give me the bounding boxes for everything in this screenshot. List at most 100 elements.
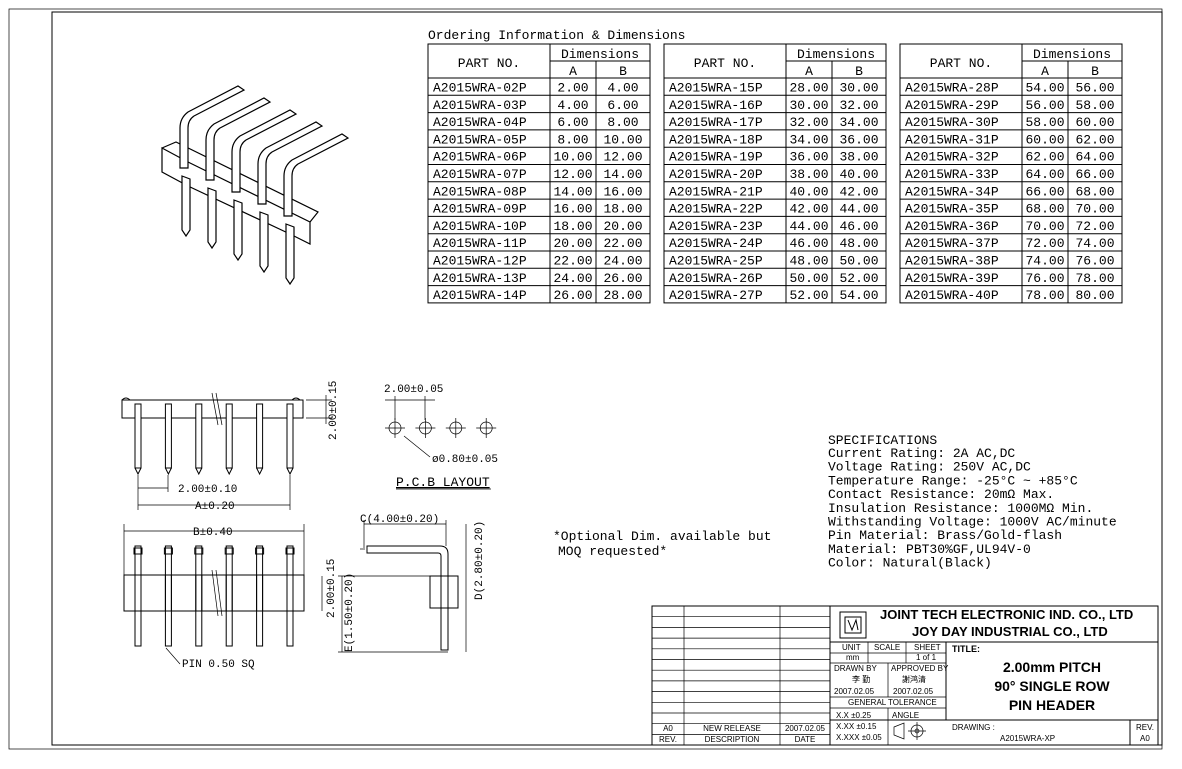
header-a: A (1041, 64, 1049, 79)
dim-a-cell: 54.00 (1025, 81, 1064, 96)
dim-a-cell: 26.00 (553, 288, 592, 303)
dim-a-cell: 14.00 (553, 184, 592, 199)
dim-b-cell: 64.00 (1075, 150, 1114, 165)
spec-line: Color: Natural(Black) (828, 556, 992, 571)
dim-b-cell: 52.00 (839, 271, 878, 286)
dim-b-cell: 16.00 (603, 184, 642, 199)
rev-row-cell: 2007.02.05 (785, 724, 826, 733)
part-number-cell: A2015WRA-33P (905, 167, 999, 182)
dim-a-cell: 8.00 (557, 132, 588, 147)
dim-b-cell: 74.00 (1075, 236, 1114, 251)
scale-label: SCALE (874, 643, 900, 652)
dim-b-cell: 30.00 (839, 81, 878, 96)
unit-label: UNIT (842, 643, 861, 652)
dim-a-cell: 70.00 (1025, 219, 1064, 234)
dim-a-cell: 78.00 (1025, 288, 1064, 303)
dim-a-cell: 6.00 (557, 115, 588, 130)
drawn-date: 2007.02.05 (834, 687, 875, 696)
header-dimensions: Dimensions (797, 47, 875, 62)
pcb-hole-dim: ø0.80±0.05 (432, 454, 498, 466)
part-number-cell: A2015WRA-25P (669, 254, 763, 269)
pcb-layout: 2.00±0.05 ø0.80±0.05 P.C.B LAYOUT (384, 384, 498, 490)
part-number-cell: A2015WRA-12P (433, 254, 527, 269)
projection-symbol-icon (893, 722, 926, 740)
drawing-label: DRAWING : (952, 723, 995, 732)
dim-b-cell: 26.00 (603, 271, 642, 286)
inner-border (51, 11, 1163, 746)
part-number-cell: A2015WRA-15P (669, 81, 763, 96)
dim-b-cell: 34.00 (839, 115, 878, 130)
part-number-cell: A2015WRA-34P (905, 184, 999, 199)
part-number-cell: A2015WRA-13P (433, 271, 527, 286)
spec-line: Insulation Resistance: 1000MΩ Min. (828, 501, 1093, 516)
dim-b-cell: 14.00 (603, 167, 642, 182)
part-number-cell: A2015WRA-38P (905, 254, 999, 269)
dim-b-cell: 54.00 (839, 288, 878, 303)
dim-b-cell: 70.00 (1075, 202, 1114, 217)
dim-a-cell: 12.00 (553, 167, 592, 182)
dim-a-cell: 60.00 (1025, 132, 1064, 147)
title-label: TITLE: (952, 644, 980, 654)
part-number-cell: A2015WRA-40P (905, 288, 999, 303)
dim-a-cell: 64.00 (1025, 167, 1064, 182)
dim-a-cell: 36.00 (789, 150, 828, 165)
header-b: B (619, 64, 627, 79)
pitch-dim: 2.00±0.10 (178, 484, 237, 496)
company-logo (839, 611, 867, 639)
spec-line: Withstanding Voltage: 1000V AC/minute (828, 515, 1117, 530)
dim-b-cell: 80.00 (1075, 288, 1114, 303)
part-number-cell: A2015WRA-16P (669, 98, 763, 113)
specs-heading: SPECIFICATIONS (828, 433, 937, 448)
spec-line: Current Rating: 2A AC,DC (828, 446, 1015, 461)
tolerance-1: X.X ±0.25 (836, 711, 872, 720)
dim-a-cell: 58.00 (1025, 115, 1064, 130)
dim-b-cell: 20.00 (603, 219, 642, 234)
rev-row-cell: A0 (663, 724, 673, 733)
part-number-cell: A2015WRA-23P (669, 219, 763, 234)
table-caption: Ordering Information & Dimensions (428, 28, 685, 43)
spec-line: Temperature Range: -25°C ~ +85°C (828, 473, 1078, 488)
height-dim: 2.00±0.15 (328, 381, 340, 440)
dim-b-cell: 38.00 (839, 150, 878, 165)
company-name-2: JOY DAY INDUSTRIAL CO., LTD (912, 624, 1108, 639)
pcb-pitch-dim: 2.00±0.05 (384, 384, 443, 396)
header-dimensions: Dimensions (1033, 47, 1111, 62)
angle-label: ANGLE (892, 711, 919, 720)
logo-mark-icon (844, 616, 862, 634)
dim-a-cell: 50.00 (789, 271, 828, 286)
tolerance-label: GENERAL TOLERANCE (848, 698, 937, 707)
part-number-cell: A2015WRA-24P (669, 236, 763, 251)
dim-b-cell: 10.00 (603, 132, 642, 147)
dim-b-cell: 18.00 (603, 202, 642, 217)
approved-date: 2007.02.05 (893, 687, 934, 696)
part-number-cell: A2015WRA-10P (433, 219, 527, 234)
b-dim: B±0.40 (193, 527, 233, 539)
pcb-layout-label: P.C.B LAYOUT (396, 475, 490, 490)
spec-line: Contact Resistance: 20mΩ Max. (828, 487, 1054, 502)
drawn-by-label: DRAWN BY (834, 664, 877, 673)
part-number-cell: A2015WRA-28P (905, 81, 999, 96)
e-dim: E(1.50±0.20) (344, 573, 356, 652)
